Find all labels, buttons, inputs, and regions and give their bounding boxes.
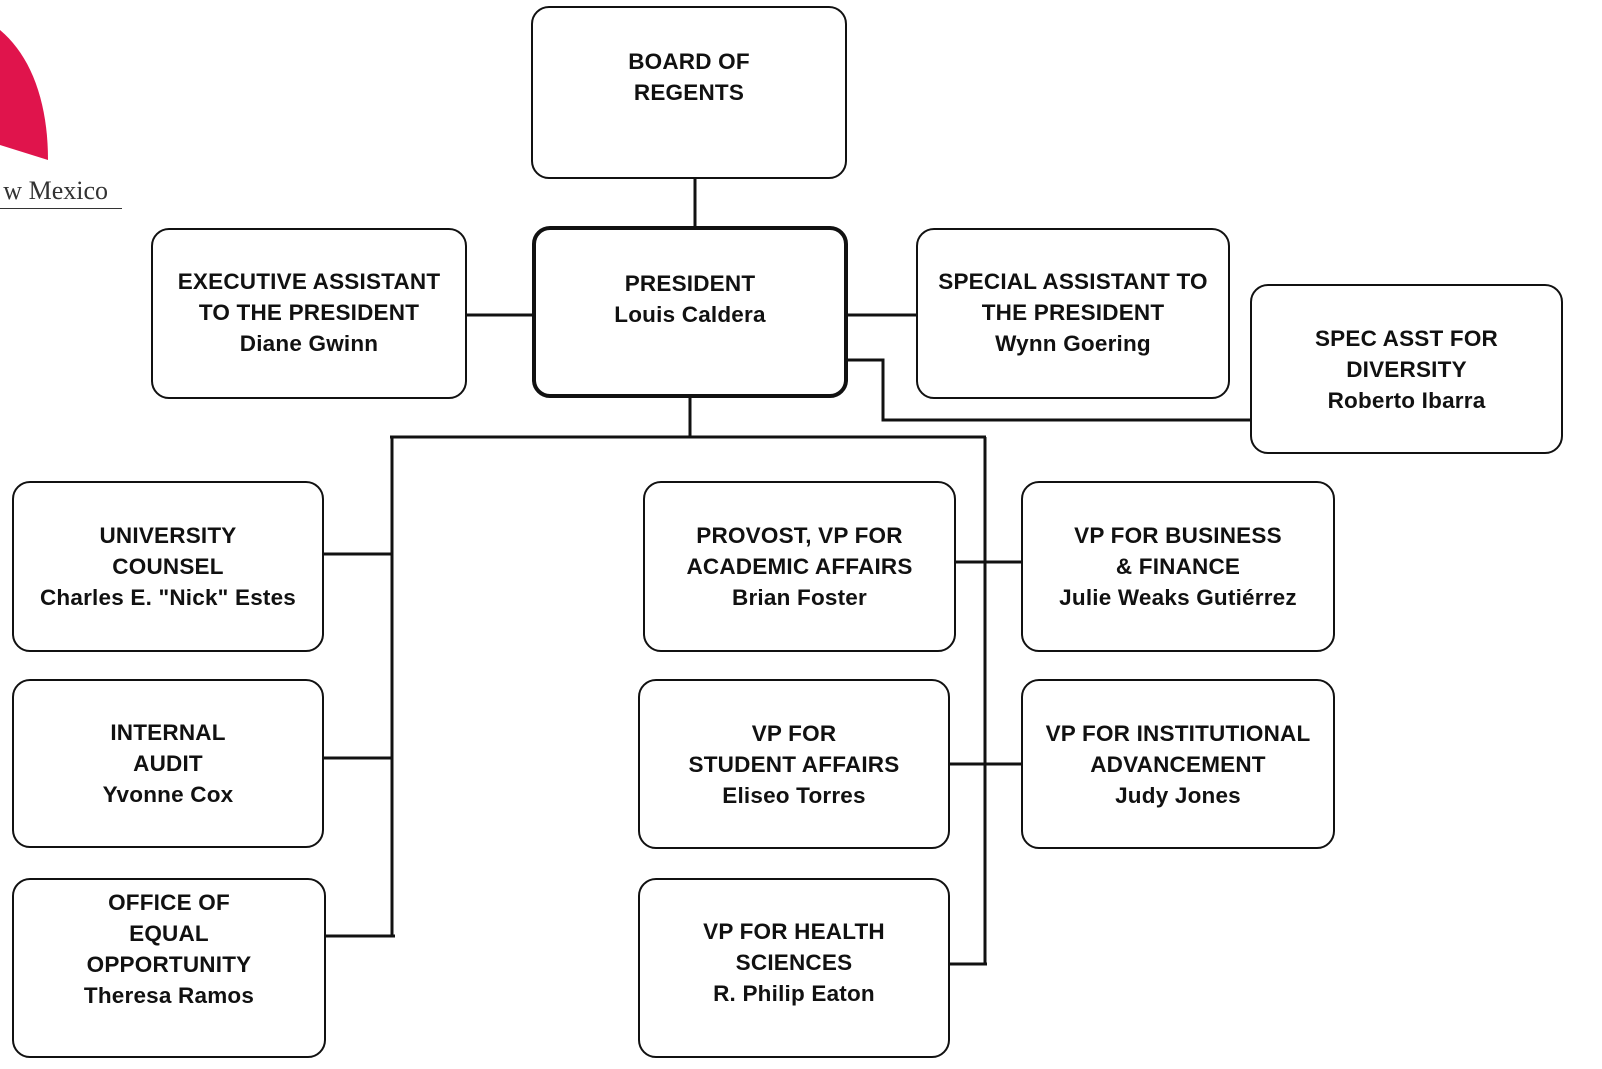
box-line: VP FOR HEALTH <box>703 919 885 944</box>
box-line: & FINANCE <box>1115 554 1241 579</box>
business-finance-box: VP FOR BUSINESS & FINANCE Julie Weaks Guti… <box>1021 481 1335 652</box>
student-affairs-box: VP FOR STUDENT AFFAIRS Eliseo Torres <box>638 679 950 849</box>
box-line: VP FOR INSTITUTIONAL <box>1045 720 1311 746</box>
box-line: ADVANCEMENT <box>1090 751 1266 777</box>
box-line: INTERNAL <box>110 720 226 745</box>
box-line: Roberto Ibarra <box>1327 387 1486 413</box>
logo-wedge <box>0 30 48 160</box>
box-line: Charles E. "Nick" Estes <box>39 585 297 610</box>
box-line: Wynn Goering <box>995 331 1151 356</box>
box-line: OFFICE OF <box>108 890 230 915</box>
box-line: THE PRESIDENT <box>981 300 1165 325</box>
box-line: EXECUTIVE ASSISTANT <box>177 269 441 294</box>
box-line: Louis Caldera <box>614 302 766 327</box>
box-line: VP FOR <box>751 720 837 746</box>
box-line: Diane Gwinn <box>239 331 379 356</box>
box-line: TO THE PRESIDENT <box>198 300 420 325</box>
internal-audit-box: INTERNAL AUDIT Yvonne Cox <box>12 679 324 848</box>
box-line: Julie Weaks Gutiérrez <box>1059 585 1297 610</box>
diversity-box: SPEC ASST FOR DIVERSITY Roberto Ibarra <box>1250 284 1563 454</box>
box-line: AUDIT <box>133 751 203 776</box>
box-line: R. Philip Eaton <box>713 981 875 1006</box>
box-line: Theresa Ramos <box>83 983 255 1008</box>
box-line: UNIVERSITY <box>99 523 237 548</box>
box-line: ACADEMIC AFFAIRS <box>686 554 913 579</box>
connector-diversity <box>846 358 1252 422</box>
box-line: REGENTS <box>633 80 745 105</box>
logo-text: w Mexico <box>0 176 122 209</box>
box-line: PRESIDENT <box>624 271 756 296</box>
institutional-advancement-box: VP FOR INSTITUTIONAL ADVANCEMENT Judy Jone… <box>1021 679 1335 849</box>
health-sciences-box: VP FOR HEALTH SCIENCES R. Philip Eaton <box>638 878 950 1058</box>
box-line: SCIENCES <box>735 950 853 975</box>
box-line: VP FOR BUSINESS <box>1074 523 1282 548</box>
box-line: Eliseo Torres <box>722 782 866 808</box>
provost-box: PROVOST, VP FOR ACADEMIC AFFAIRS Brian Fos… <box>643 481 956 652</box>
box-line: EQUAL <box>129 921 209 946</box>
box-line: STUDENT AFFAIRS <box>688 751 900 777</box>
box-line: Yvonne Cox <box>102 782 234 807</box>
box-line: SPEC ASST FOR <box>1314 325 1499 351</box>
equal-opportunity-box: OFFICE OF EQUAL OPPORTUNITY Theresa Ramos <box>12 878 326 1058</box>
executive-assistant-box: EXECUTIVE ASSISTANT TO THE PRESIDENT Diane… <box>151 228 467 399</box>
university-counsel-box: UNIVERSITY COUNSEL Charles E. "Nick" Estes <box>12 481 324 652</box>
box-line: COUNSEL <box>112 554 224 579</box>
box-line: PROVOST, VP FOR <box>696 523 903 548</box>
board-of-regents-box: BOARD OF REGENTS <box>531 6 847 179</box>
special-assistant-box: SPECIAL ASSISTANT TO THE PRESIDENT Wynn Go… <box>916 228 1230 399</box>
box-line: Judy Jones <box>1115 782 1241 808</box>
box-line: BOARD OF <box>628 49 750 74</box>
box-line: DIVERSITY <box>1346 356 1467 382</box>
box-line: Brian Foster <box>732 585 867 610</box>
president-box: PRESIDENT Louis Caldera <box>532 226 848 398</box>
box-line: SPECIAL ASSISTANT TO <box>938 269 1208 294</box>
box-line: OPPORTUNITY <box>86 952 252 977</box>
